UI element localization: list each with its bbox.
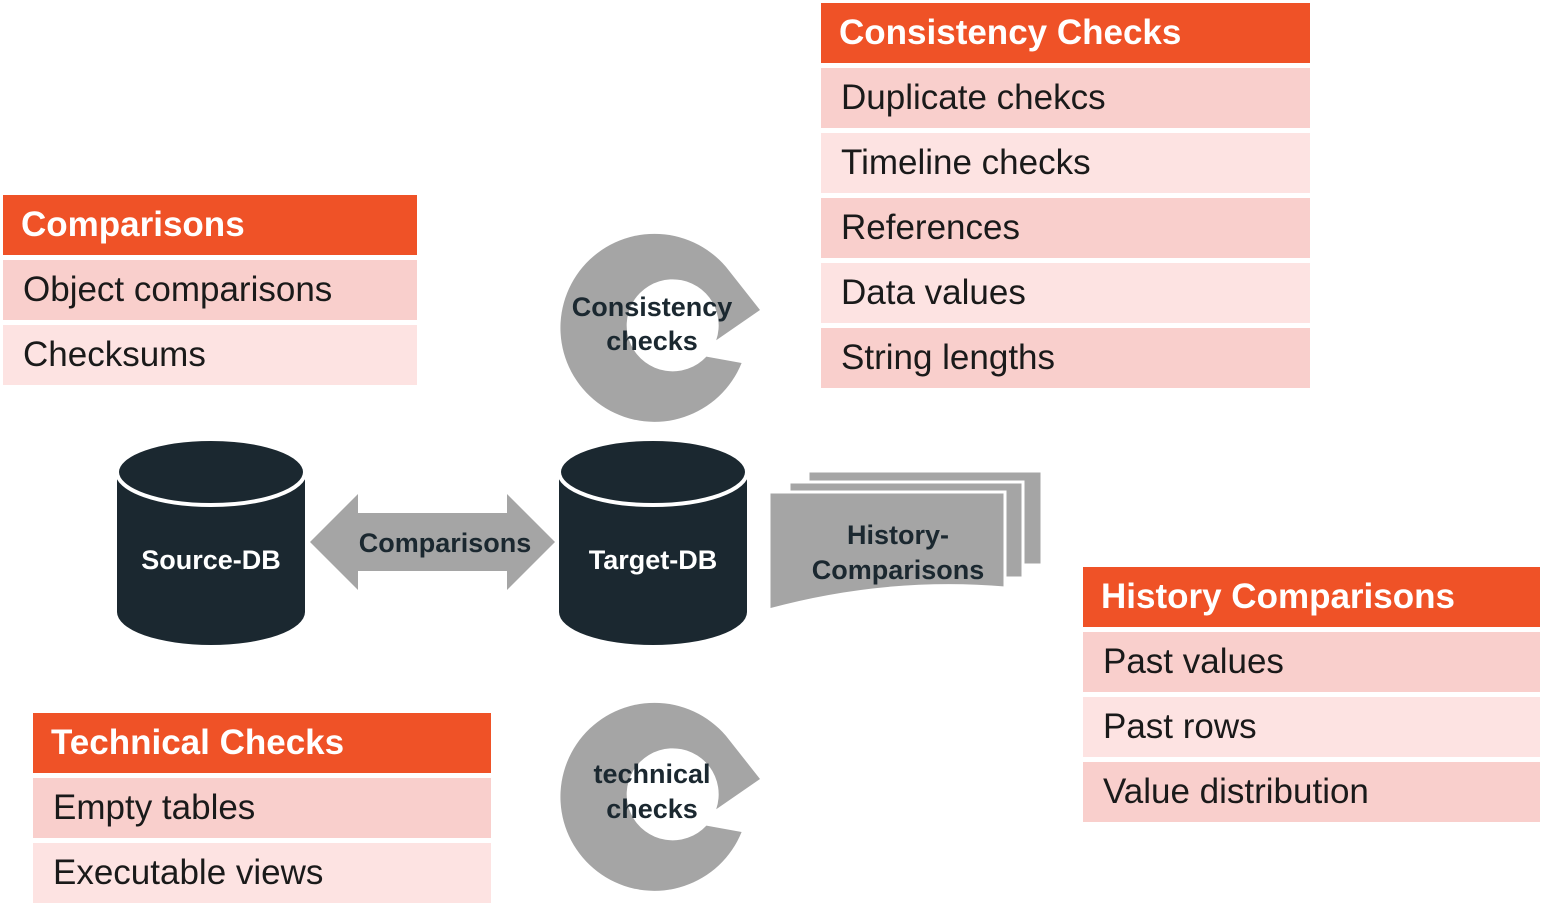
source-db-cylinder: Source-DB [115, 437, 307, 645]
comparisons-item-object-comparisons: Object comparisons [3, 260, 417, 320]
technical-cycle-label-line1: technical [593, 759, 710, 789]
technical-cycle-label-line2: checks [606, 794, 698, 824]
comparisons-double-arrow: Comparisons [310, 494, 555, 590]
technical-item-empty-tables: Empty tables [33, 778, 491, 838]
target-db-cylinder: Target-DB [557, 437, 749, 645]
consistency-cycle-arrow: Consistency checks [560, 233, 760, 422]
technical-cycle-arrow: technical checks [560, 702, 760, 891]
history-docs-label-line2: Comparisons [812, 555, 985, 585]
history-item-past-values: Past values [1083, 632, 1540, 692]
comparisons-box: Comparisons Object comparisons Checksums [3, 195, 417, 385]
technical-checks-box: Technical Checks Empty tables Executable… [33, 713, 491, 903]
target-db-label: Target-DB [589, 545, 718, 575]
history-item-value-distribution: Value distribution [1083, 762, 1540, 822]
history-documents-stack: History- Comparisons [767, 469, 1044, 612]
consistency-item-duplicate-checks: Duplicate chekcs [821, 68, 1310, 128]
consistency-item-data-values: Data values [821, 263, 1310, 323]
technical-checks-box-title: Technical Checks [33, 713, 491, 773]
consistency-checks-box-title: Consistency Checks [821, 3, 1310, 63]
technical-item-executable-views: Executable views [33, 843, 491, 903]
history-comparisons-box: History Comparisons Past values Past row… [1083, 567, 1540, 822]
history-item-past-rows: Past rows [1083, 697, 1540, 757]
consistency-item-string-lengths: String lengths [821, 328, 1310, 388]
history-comparisons-box-title: History Comparisons [1083, 567, 1540, 627]
consistency-item-timeline-checks: Timeline checks [821, 133, 1310, 193]
consistency-cycle-label-line1: Consistency [572, 292, 733, 322]
history-docs-label-line1: History- [847, 520, 949, 550]
consistency-checks-box: Consistency Checks Duplicate chekcs Time… [821, 3, 1310, 388]
comparisons-box-title: Comparisons [3, 195, 417, 255]
source-db-label: Source-DB [141, 545, 281, 575]
comparisons-arrow-label: Comparisons [359, 528, 532, 558]
consistency-cycle-label-line2: checks [606, 326, 698, 356]
consistency-item-references: References [821, 198, 1310, 258]
comparisons-item-checksums: Checksums [3, 325, 417, 385]
